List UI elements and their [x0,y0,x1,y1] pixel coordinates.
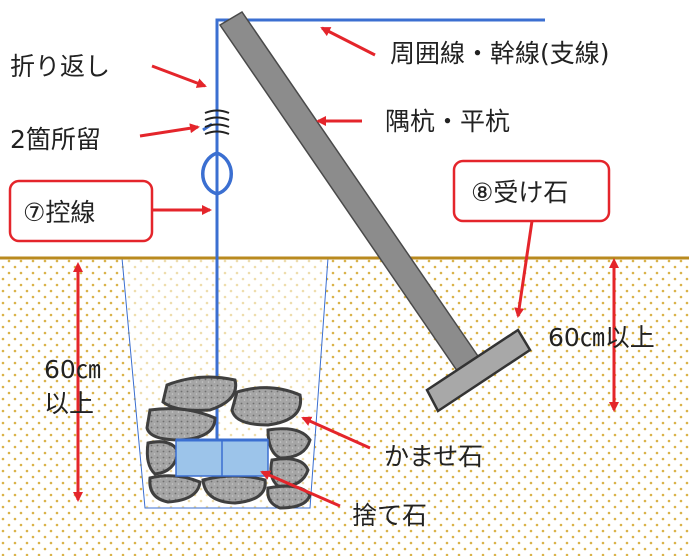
label-main-wire: 周囲線・幹線(支線) [390,39,610,68]
label-receiving-stone: ⑧受け石 [471,178,568,207]
arrow-base-stone [260,470,341,508]
arrow-packing-stone [301,416,371,450]
label-corner-post: 隅杭・平杭 [385,107,510,136]
label-two-point-fix: 2箇所留 [10,125,101,154]
label-depth-right: 60㎝以上 [548,323,655,352]
label-depth-left-line2: 以上 [44,389,94,418]
packing-stones [145,375,312,510]
label-packing-stone: かませ石 [384,442,483,471]
soil-dot-pattern [0,258,689,556]
label-stay-wire: ⑦控線 [23,198,95,227]
wire-loop [201,151,233,196]
receiving-stone [425,328,532,413]
arrow-main-wire [320,26,376,57]
label-fold-back: 折り返し [10,52,110,81]
label-base-stone: 捨て石 [352,501,427,530]
annotation-arrows [73,26,619,508]
arrow-receiving-stone [514,220,534,318]
main-wire [215,18,545,440]
label-depth-left-line1: 60㎝ [44,355,101,384]
arrow-fold-back [151,64,207,88]
wire-coil [204,109,230,135]
arrow-two-point-fix [139,123,200,138]
